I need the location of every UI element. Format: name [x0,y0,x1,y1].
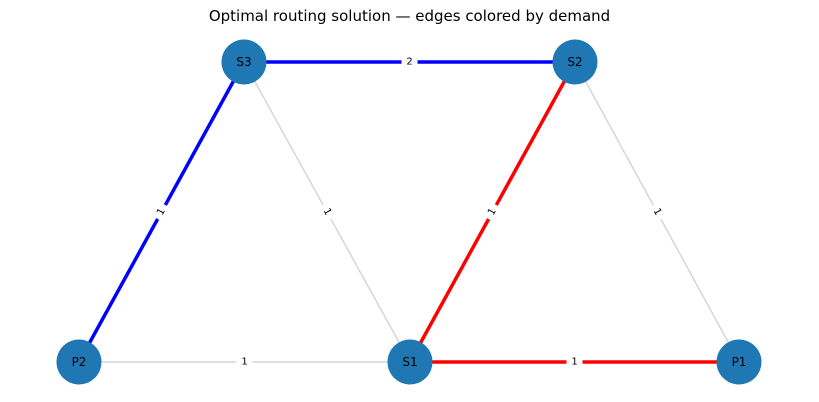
edge-label-group-S2-S1: 1 [482,201,503,223]
edge-label-S3-S2: 2 [406,57,412,68]
node-label-S3: S3 [236,55,251,69]
edge-label-box [236,355,253,369]
edge-label-group-P2-S1: 1 [236,355,253,369]
edge-label-S3-S1: 1 [321,207,334,218]
edge-label-group-S3-S1: 1 [316,201,338,223]
node-label-S1: S1 [402,355,417,369]
edge-label-box [316,201,338,223]
edge-label-S1-P1: 1 [571,357,577,368]
node-label-S2: S2 [567,55,582,69]
node-label-P2: P2 [72,355,87,369]
edge-label-S3-P2: 1 [155,207,168,218]
edge-label-S2-S1: 1 [486,207,499,218]
edge-label-box [647,201,667,223]
edge-label-group-S1-P1: 1 [566,355,583,369]
node-P2 [56,339,102,385]
node-S1 [387,339,433,385]
node-S3 [221,39,267,85]
edge-label-box [482,201,503,223]
edge-label-box [401,55,418,69]
node-P1 [716,339,762,385]
figure-title: Optimal routing solution — edges colored… [208,7,611,25]
node-S2 [552,39,598,85]
edge-label-box [566,355,583,369]
edge-label-S2-P1: 1 [651,207,664,218]
edge-label-box [151,201,172,223]
node-label-P1: P1 [732,355,747,369]
edge-label-P2-S1: 1 [241,357,247,368]
edge-label-group-S3-S2: 2 [401,55,418,69]
edge-label-group-S2-P1: 1 [647,201,667,223]
edge-label-group-S3-P2: 1 [151,201,172,223]
